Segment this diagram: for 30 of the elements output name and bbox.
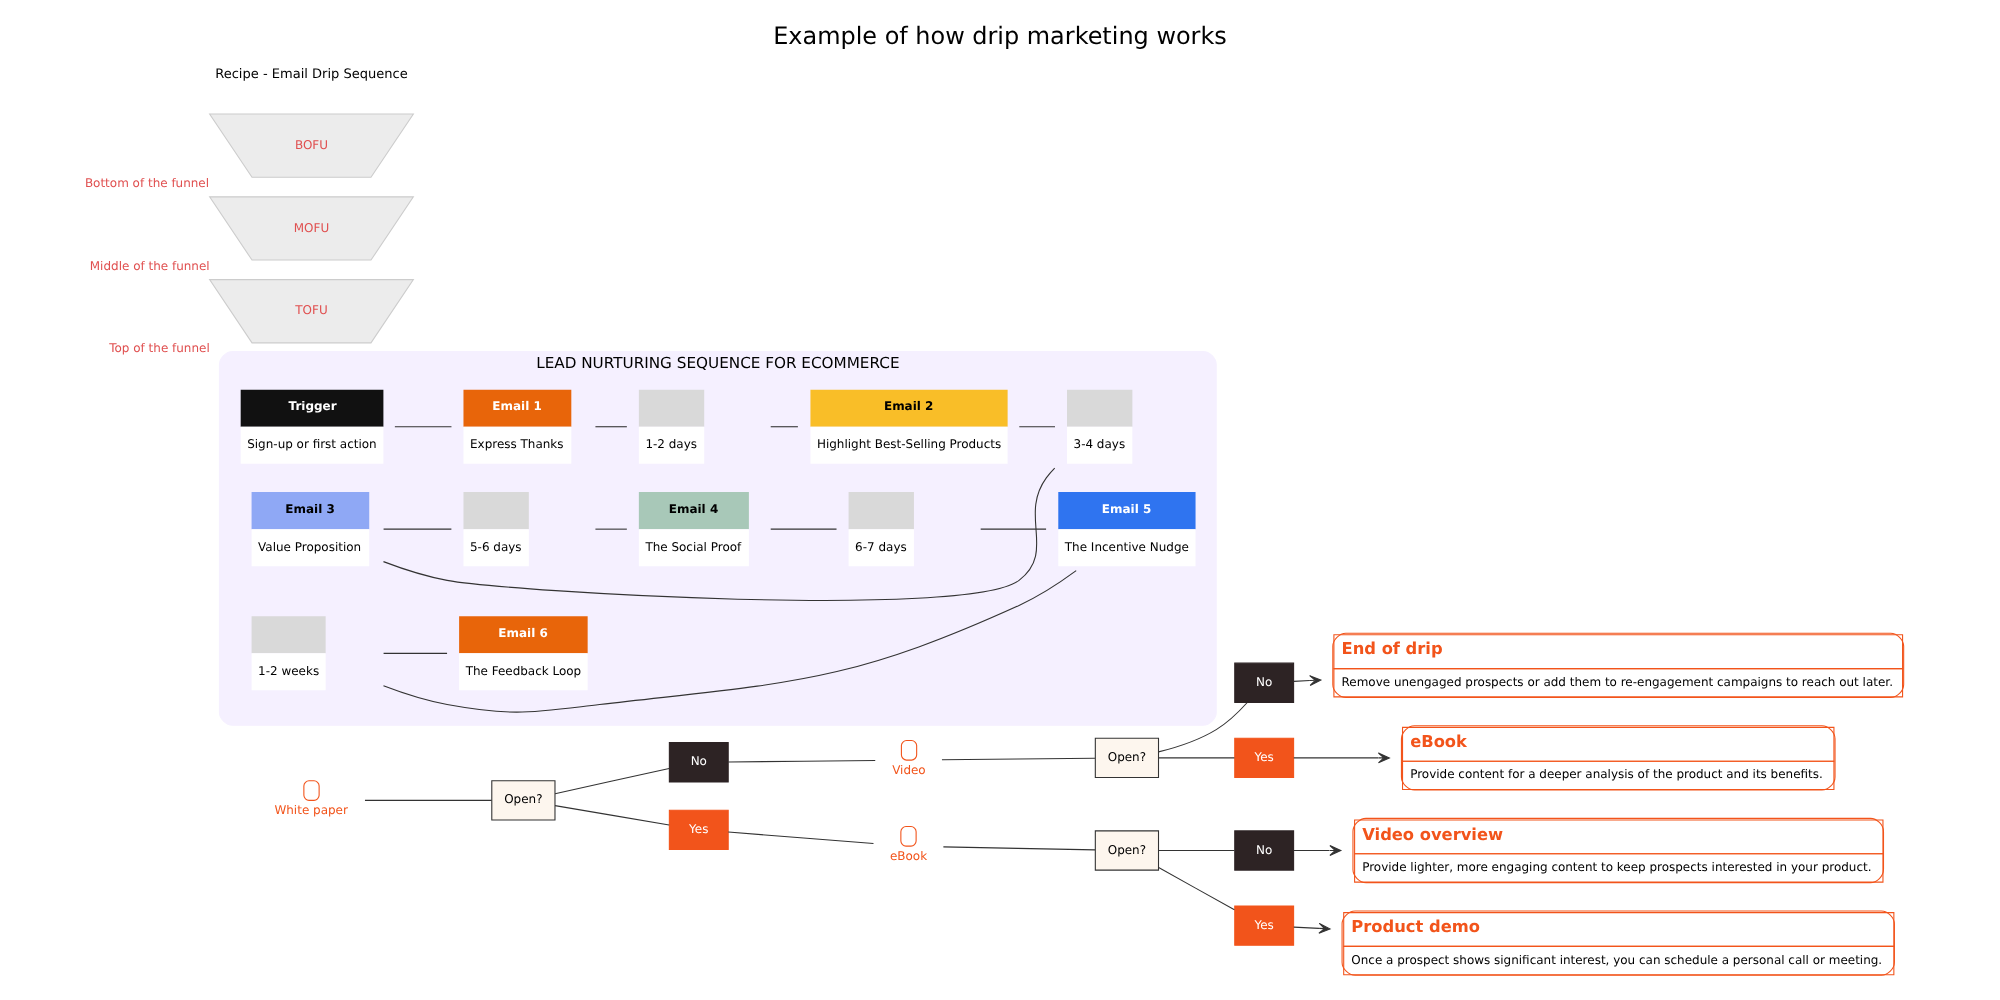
connector xyxy=(727,759,876,763)
connector xyxy=(1018,426,1056,428)
node-box xyxy=(900,739,918,761)
node-box xyxy=(303,780,320,801)
connector xyxy=(383,528,452,530)
diagram-title: Example of how drip marketing works xyxy=(773,21,1227,50)
node-box xyxy=(900,826,917,847)
connector xyxy=(1158,757,1235,759)
connector xyxy=(770,426,799,428)
arrow xyxy=(1293,752,1390,764)
connector xyxy=(770,528,838,530)
arrow xyxy=(1293,675,1322,686)
connector xyxy=(1158,867,1235,911)
connector xyxy=(1158,702,1248,753)
connector xyxy=(727,831,875,845)
connector xyxy=(554,768,670,795)
connector xyxy=(941,757,1096,761)
connector xyxy=(364,799,493,801)
connector xyxy=(383,652,448,654)
connector xyxy=(594,528,628,530)
connector xyxy=(382,467,1056,601)
connector xyxy=(942,846,1096,851)
connector xyxy=(382,570,1077,713)
connector xyxy=(554,805,670,826)
connector xyxy=(394,426,452,428)
connector xyxy=(594,426,628,428)
arrow xyxy=(1293,922,1331,934)
arrow xyxy=(1293,845,1342,856)
connector xyxy=(980,528,1047,530)
connector xyxy=(1158,849,1235,852)
